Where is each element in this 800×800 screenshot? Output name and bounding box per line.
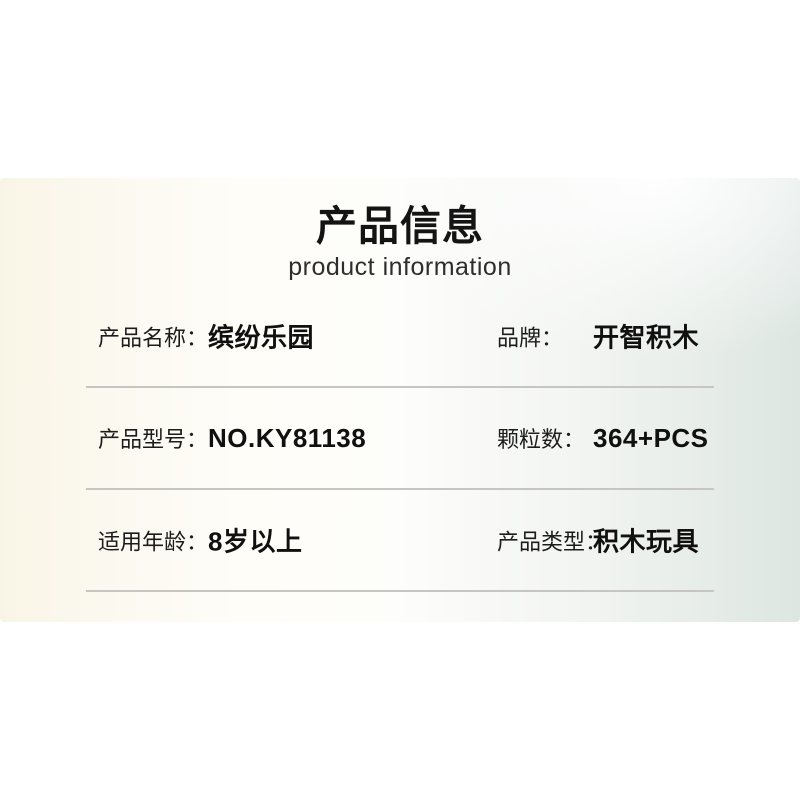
table-row: 适用年龄： 8岁以上 产品类型： 积木玩具 — [86, 490, 714, 592]
spec-label: 产品名称： — [98, 325, 209, 350]
spec-label: 品牌： — [497, 325, 564, 350]
spec-label: 产品类型： — [497, 529, 608, 554]
card-header: 产品信息 product information — [0, 178, 800, 282]
spec-value: 积木玩具 — [593, 526, 700, 557]
page-subtitle: product information — [288, 253, 512, 281]
spec-value: 364+PCS — [593, 422, 709, 453]
spec-label: 产品型号： — [98, 427, 209, 452]
spec-cell-piece-count: 颗粒数： 364+PCS — [497, 422, 709, 454]
spec-table: 产品名称： 缤纷乐园 品牌： 开智积木 产品型号： NO.KY81138 颗粒数… — [86, 286, 714, 592]
spec-label: 颗粒数： — [497, 427, 586, 452]
page-title: 产品信息 — [316, 203, 484, 249]
spec-cell-model: 产品型号： NO.KY81138 — [98, 422, 366, 454]
spec-cell-brand: 品牌： 开智积木 — [497, 318, 699, 355]
spec-value: 开智积木 — [593, 322, 700, 353]
spec-label: 适用年龄： — [98, 529, 209, 554]
spec-cell-age-range: 适用年龄： 8岁以上 — [98, 522, 302, 559]
spec-cell-product-type: 产品类型： 积木玩具 — [497, 522, 699, 559]
table-row: 产品型号： NO.KY81138 颗粒数： 364+PCS — [86, 388, 714, 490]
product-info-card: 产品信息 product information 产品名称： 缤纷乐园 品牌： … — [0, 178, 800, 622]
spec-value: NO.KY81138 — [208, 422, 367, 453]
table-row: 产品名称： 缤纷乐园 品牌： 开智积木 — [86, 286, 714, 388]
spec-value: 8岁以上 — [208, 526, 303, 557]
spec-value: 缤纷乐园 — [208, 322, 315, 353]
spec-cell-product-name: 产品名称： 缤纷乐园 — [98, 318, 314, 355]
